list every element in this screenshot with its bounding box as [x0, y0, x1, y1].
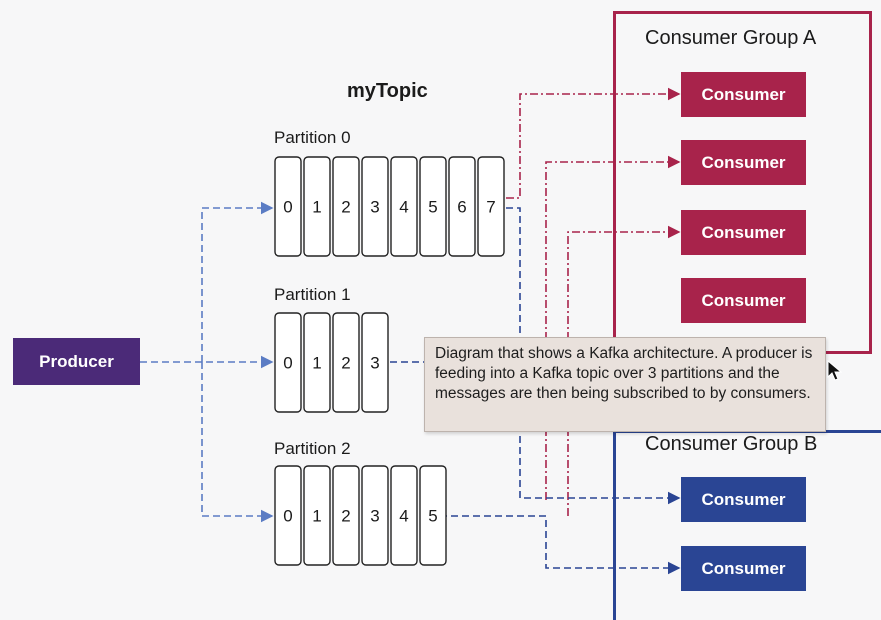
- group-a-consumer-1: Consumer: [681, 72, 806, 117]
- partition-2-cell-label: 2: [341, 507, 350, 526]
- partition-0-cell: [477, 156, 505, 257]
- alt-text-tooltip: Diagram that shows a Kafka architecture.…: [424, 337, 826, 432]
- partition-2-cell-label: 3: [370, 507, 379, 526]
- partition-2-cell: [419, 465, 447, 566]
- partition-1-cell-label: 0: [283, 354, 292, 373]
- consumer-group-b-frame: [613, 430, 881, 620]
- group-b-consumer-2: Consumer: [681, 546, 806, 591]
- group-a-consumer-2: Consumer: [681, 140, 806, 185]
- partition-2-cell-label: 1: [312, 507, 321, 526]
- producer-box: Producer: [13, 338, 140, 385]
- producer-connectors: [140, 201, 274, 523]
- group-a-consumer-4: Consumer: [681, 278, 806, 323]
- partition-0-cell: [303, 156, 331, 257]
- partition-0-cell: [419, 156, 447, 257]
- partition-2-label: Partition 2: [274, 439, 351, 458]
- partition-0-cell-label: 6: [457, 198, 466, 217]
- partition-2-cell-label: 4: [399, 507, 408, 526]
- topic-title: myTopic: [347, 80, 428, 102]
- partition-1-cell: [303, 312, 331, 413]
- partition-0-cell: [361, 156, 389, 257]
- partition-2-cell: [361, 465, 389, 566]
- partition-2-cell-label: 5: [428, 507, 437, 526]
- partition-2-cell-label: 0: [283, 507, 292, 526]
- partition-0-cell: [274, 156, 302, 257]
- partition-0-cell-label: 0: [283, 198, 292, 217]
- partition-1-label: Partition 1: [274, 285, 351, 304]
- partition-1-cell: [274, 312, 302, 413]
- partition-2-cell: [390, 465, 418, 566]
- partition-2-cell: [303, 465, 331, 566]
- partition-0-cell-label: 2: [341, 198, 350, 217]
- partition-0-cell: [448, 156, 476, 257]
- consumer-group-b-title: Consumer Group B: [645, 433, 818, 455]
- partition-0-cell-label: 3: [370, 198, 379, 217]
- partition-1-cell-label: 3: [370, 354, 379, 373]
- partition-1-cell: [332, 312, 360, 413]
- partition-2-cell: [274, 465, 302, 566]
- partition-0-cell-label: 1: [312, 198, 321, 217]
- partition-0-cell: [390, 156, 418, 257]
- partitions-layer: 0 1 2 3 4 5 6 7 0 1 2 3 0 1 2 3 4 5: [274, 156, 505, 566]
- partition-1-cell-label: 1: [312, 354, 321, 373]
- partition-0-cell-label: 5: [428, 198, 437, 217]
- partition-2-cell: [332, 465, 360, 566]
- partition-0-cell: [332, 156, 360, 257]
- consumer-group-a-title: Consumer Group A: [645, 27, 817, 49]
- group-a-consumer-3: Consumer: [681, 210, 806, 255]
- group-b-consumer-1: Consumer: [681, 477, 806, 522]
- partition-1-cell-label: 2: [341, 354, 350, 373]
- partition-0-cell-label: 4: [399, 198, 408, 217]
- partition-0-label: Partition 0: [274, 128, 351, 147]
- partition-1-cell: [361, 312, 389, 413]
- mouse-cursor-icon: [827, 360, 843, 381]
- partition-0-cell-label: 7: [486, 198, 495, 217]
